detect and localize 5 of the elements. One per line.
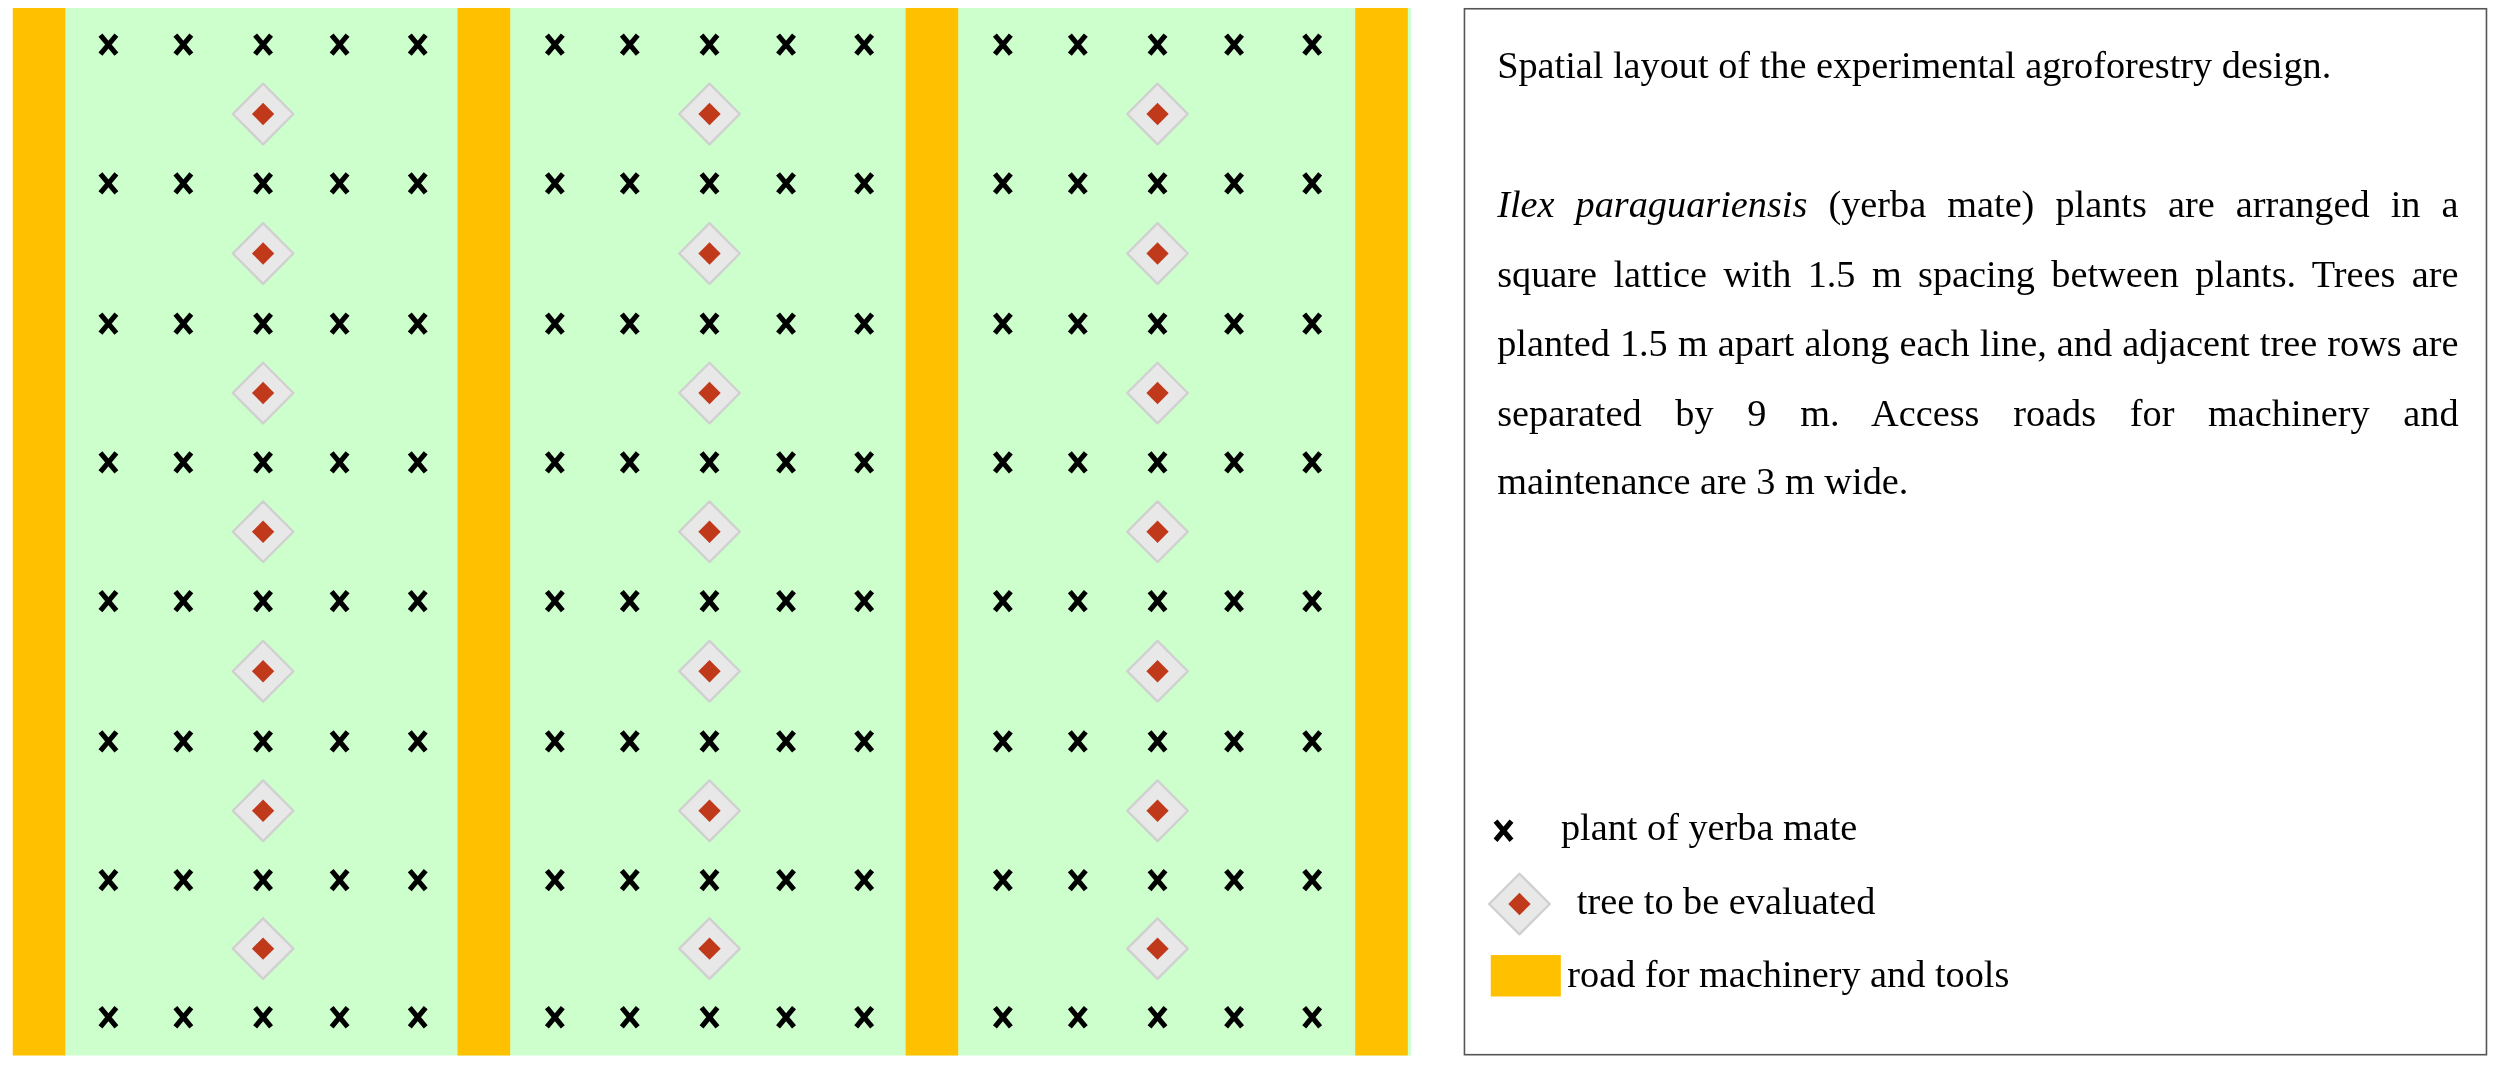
title-text: Spatial layout of the experimental agroforestry design. xyxy=(1497,43,2333,89)
legend-label: road for machinery and tools xyxy=(1567,953,2010,997)
caption-text: Ilex paraguariensis (yerba mate) plants are arranged in a square lattice with 1.5 m spacing between plants. Trees are planted 1.5 m apart along each line, and adjacent tree rows are separated by 9 m. Access roads for machinery and maintenance are 3 m wide. xyxy=(1497,182,2459,505)
legend-label: plant of yerba mate xyxy=(1560,806,1858,850)
legend-label: tree to be evaluated xyxy=(1576,880,1876,924)
